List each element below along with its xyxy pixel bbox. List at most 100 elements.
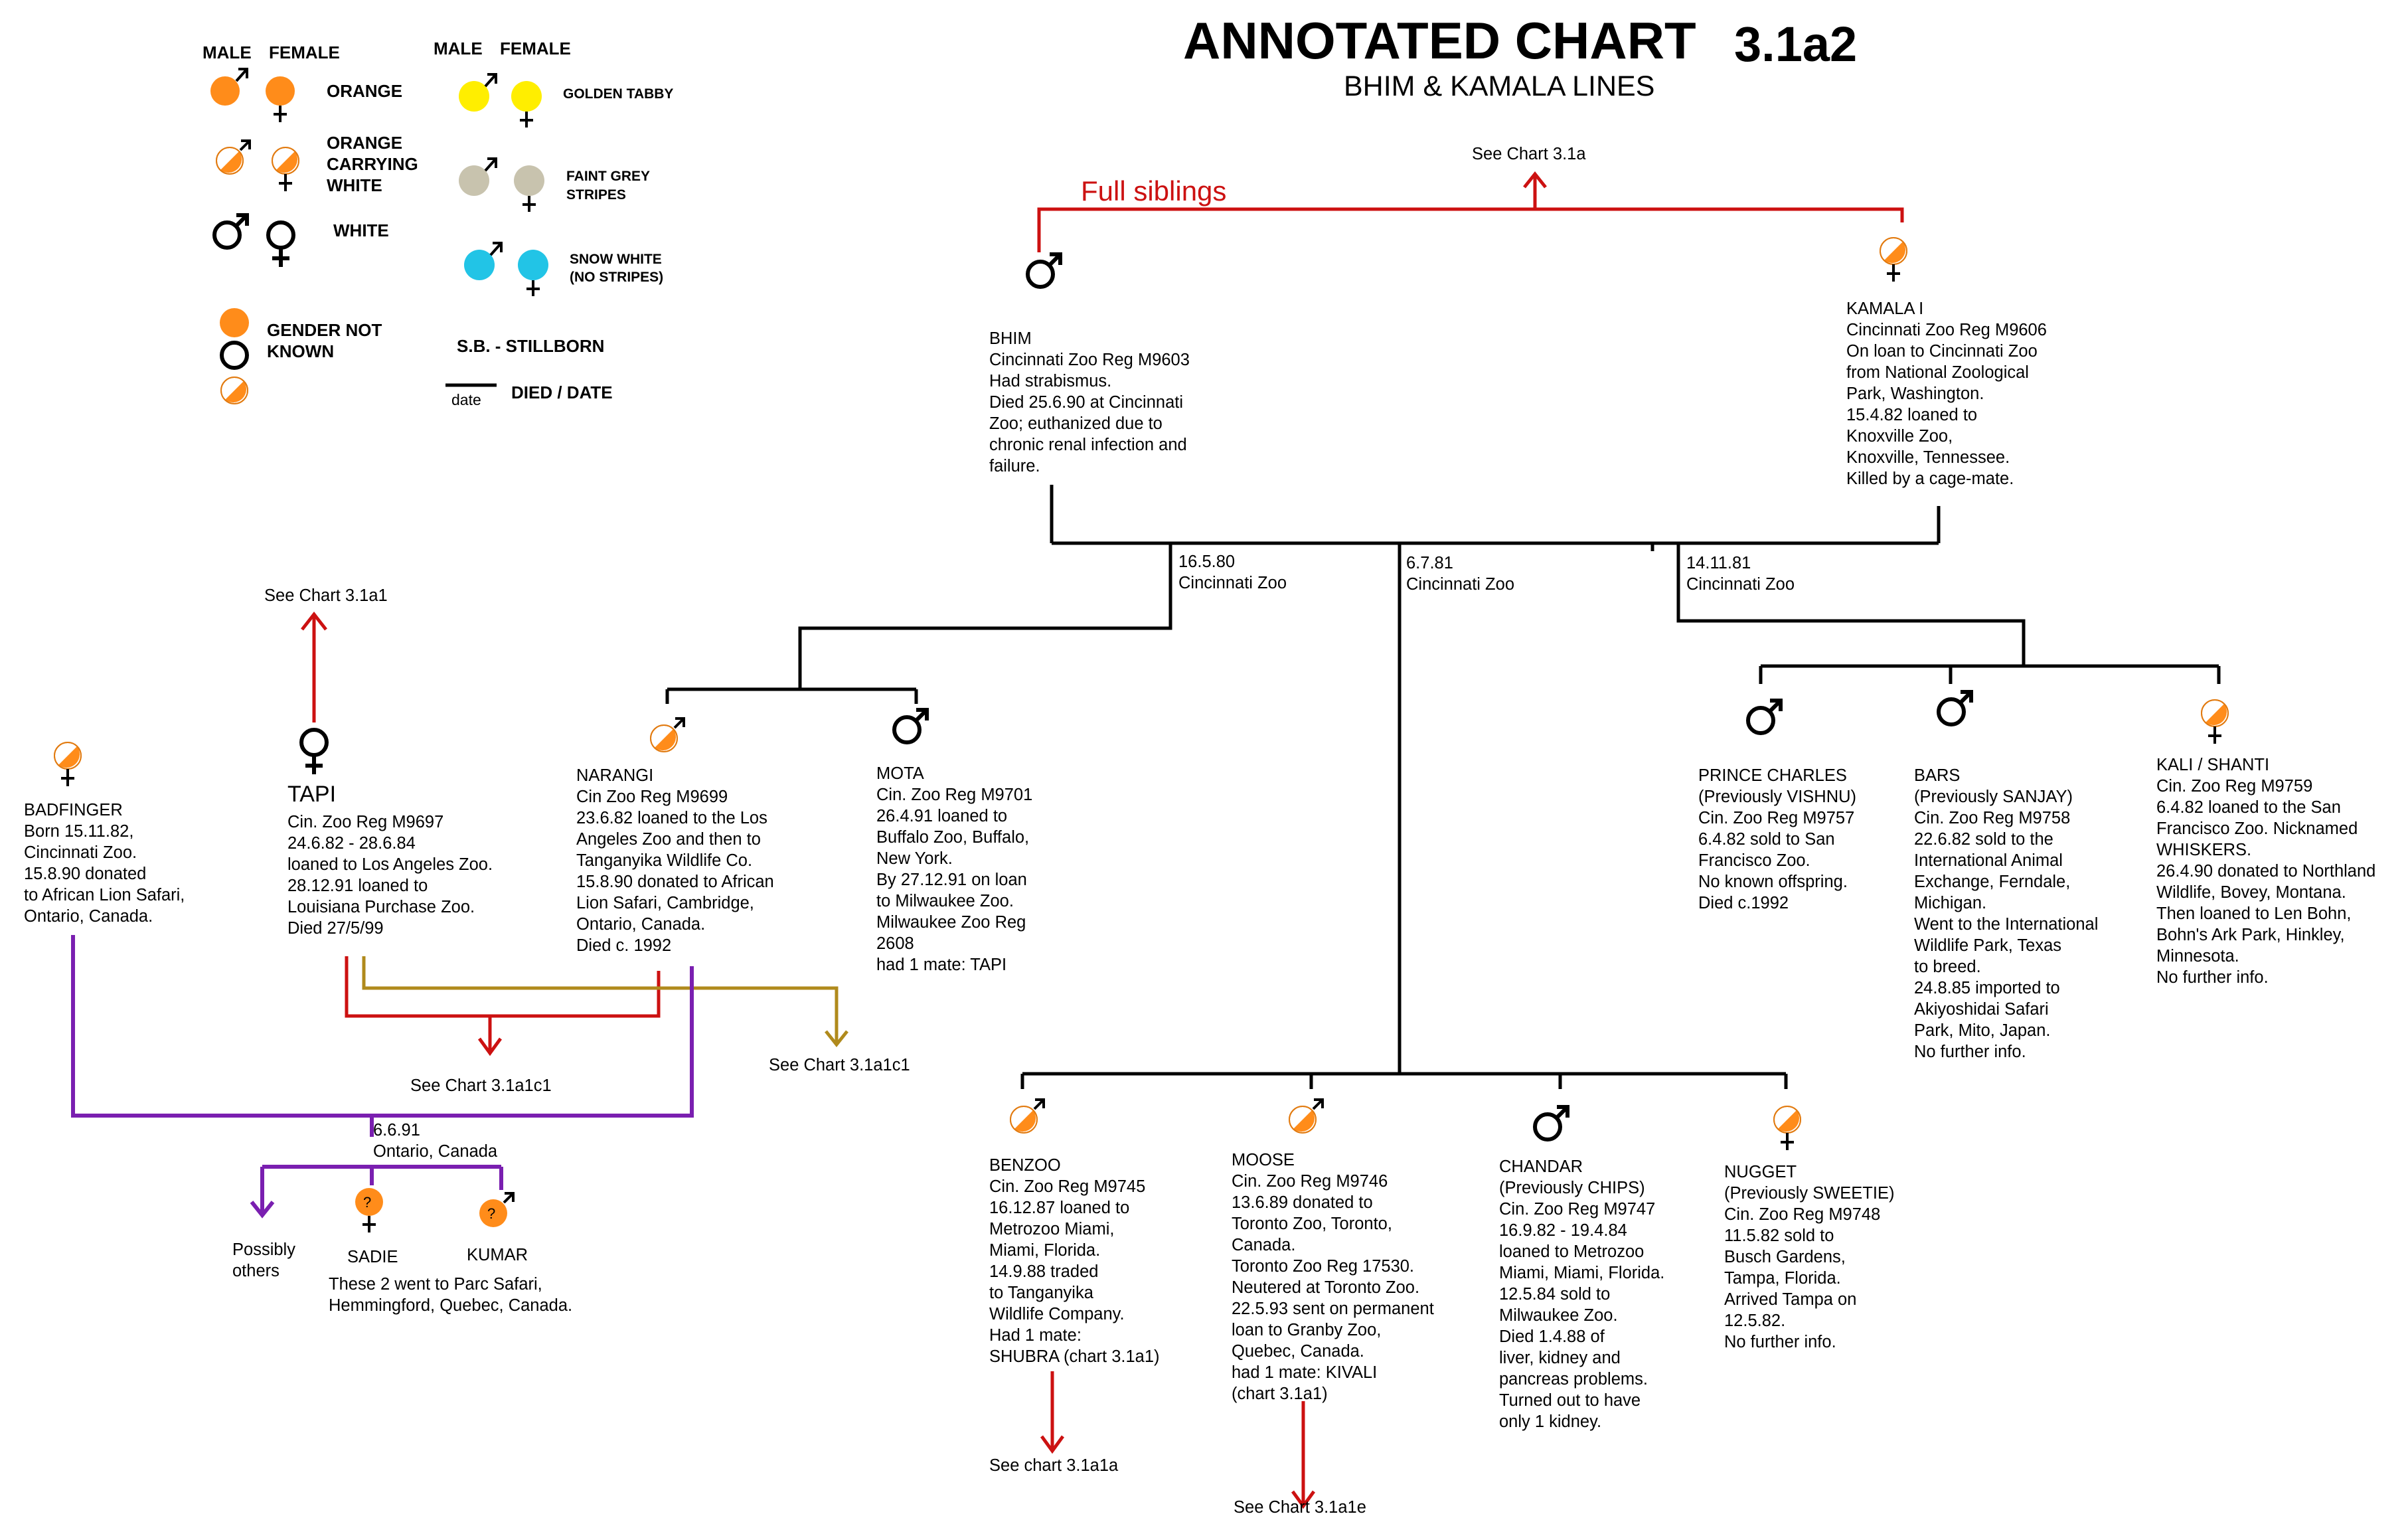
legend-grey-male-icon [459,157,497,196]
badfinger-line-4: to African Lion Safari, [24,886,185,904]
nugget-line-7: 12.5.82. [1724,1311,1785,1330]
bars-line-11: Akiyoshidai Safari [1914,1000,2049,1019]
narangi-line-2: 23.6.82 loaned to the Los [576,809,767,827]
kamala-line-2: On loan to Cincinnati Zoo [1846,342,2038,361]
union1-date: 16.5.80 [1178,552,1235,571]
sadie-unknown-mark: ? [363,1194,371,1211]
moose-line-9: Quebec, Canada. [1232,1342,1364,1361]
legend-golden-female-icon [511,81,542,127]
moose-arrow [1291,1401,1316,1509]
nugget-line-2: Cin. Zoo Reg M9748 [1724,1205,1880,1224]
kamala-line-8: Killed by a cage-mate. [1846,469,2014,488]
tiger-block-chandar: CHANDAR(Previously CHIPS)Cin. Zoo Reg M9… [1499,1157,1664,1431]
mota-male-icon [894,710,927,742]
tapi-mota-line [362,956,848,1048]
moose-line-11: (chart 3.1a1) [1232,1385,1328,1403]
nugget-line-3: 11.5.82 sold to [1724,1226,1834,1245]
narangi-line-4: Tanganyika Wildlife Co. [576,851,752,870]
parc-safari-note-line2: Hemmingford, Quebec, Canada. [329,1296,572,1315]
legend-unknown-line1: GENDER NOT [267,320,382,340]
benzoo-male-icon [1010,1100,1044,1133]
chart-title: ANNOTATED CHART [1183,11,1696,70]
bhim-line-3: Died 25.6.90 at Cincinnati [989,393,1183,412]
full-siblings-bracket [1037,207,1904,252]
chart-header: ANNOTATED CHART 3.1a2 BHIM & KAMALA LINE… [1183,11,1857,102]
badfinger-line-5: Ontario, Canada. [24,907,153,926]
prince-charles-line-3: 6.4.82 sold to San [1698,830,1835,849]
moose-line-8: loan to Granby Zoo, [1232,1321,1381,1339]
legend-female-heading-2: FEMALE [500,39,571,58]
legend-orange-white-line3: WHITE [327,175,382,195]
see-chart-31a1a[interactable]: See chart 3.1a1a [989,1456,1119,1475]
bars-line-4: International Animal [1914,851,2063,870]
bhim-line-1: Cincinnati Zoo Reg M9603 [989,351,1190,369]
chandar-line-6: 12.5.84 sold to [1499,1285,1610,1304]
chandar-line-5: Miami, Miami, Florida. [1499,1264,1664,1282]
narangi-line-8: Died c. 1992 [576,936,671,955]
legend-male-heading-2: MALE [434,39,483,58]
mota-line-0: MOTA [876,764,924,783]
narangi-line-7: Ontario, Canada. [576,915,705,934]
narangi-line-3: Angeles Zoo and then to [576,830,761,849]
see-chart-31a1[interactable]: See Chart 3.1a1 [264,586,388,605]
sadie-name: SADIE [347,1248,398,1266]
bars-line-10: 24.8.85 imported to [1914,979,2060,997]
tapi-line-1: 24.6.82 - 28.6.84 [287,834,416,853]
prince-charles-male-icon [1748,701,1781,733]
legend-died-date-small: date [451,391,481,408]
see-31a-arrow [1523,171,1547,209]
see-chart-31a[interactable]: See Chart 3.1a [1472,145,1586,163]
chandar-line-7: Milwaukee Zoo. [1499,1306,1618,1325]
bars-line-7: Went to the International [1914,915,2098,934]
bars-line-6: Michigan. [1914,894,1986,912]
tapi-name: TAPI [287,782,336,807]
legend-female-heading: FEMALE [269,42,340,62]
legend-unknown-white-icon [220,341,249,370]
bars-line-8: Wildlife Park, Texas [1914,936,2061,955]
legend-unknown-line2: KNOWN [267,341,334,361]
kumar-male-icon [478,1192,515,1228]
parc-safari-note-line1: These 2 went to Parc Safari, [329,1275,542,1294]
moose-male-icon [1289,1100,1323,1133]
union4-date: 6.6.91 [373,1121,420,1140]
mota-line-3: Buffalo Zoo, Buffalo, [876,828,1029,847]
benzoo-line-4: Miami, Florida. [989,1241,1100,1260]
tapi-line-5: Died 27/5/99 [287,919,384,938]
chandar-line-0: CHANDAR [1499,1157,1583,1176]
moose-line-1: Cin. Zoo Reg M9746 [1232,1172,1388,1191]
bhim-line-0: BHIM [989,329,1032,348]
badfinger-female-icon [54,742,81,786]
see-chart-31a1c1-left[interactable]: See Chart 3.1a1c1 [410,1076,552,1095]
bars-line-5: Exchange, Ferndale, [1914,873,2070,891]
narangi-line-0: NARANGI [576,766,653,785]
narangi-male-icon [651,719,684,752]
see-chart-31a1c1-right[interactable]: See Chart 3.1a1c1 [769,1056,910,1074]
benzoo-line-8: Had 1 mate: [989,1326,1082,1345]
benzoo-line-2: 16.12.87 loaned to [989,1199,1129,1217]
union2-date: 6.7.81 [1406,554,1453,572]
legend-golden-label: GOLDEN TABBY [563,86,673,102]
legend-grey-line2: STRIPES [566,187,626,203]
narangi-line-1: Cin Zoo Reg M9699 [576,788,728,806]
nugget-line-6: Arrived Tampa on [1724,1290,1856,1309]
see-chart-31a1e[interactable]: See Chart 3.1a1e [1234,1498,1366,1517]
narangi-line-5: 15.8.90 donated to African [576,873,774,891]
legend-unknown-orange-icon [220,308,249,337]
chandar-line-8: Died 1.4.88 of [1499,1327,1605,1346]
tiger-block-bars: BARS(Previously SANJAY)Cin. Zoo Reg M975… [1914,766,2098,1061]
nugget-line-4: Busch Gardens, [1724,1248,1846,1266]
narangi-line-6: Lion Safari, Cambridge, [576,894,754,912]
legend-stillborn: S.B. - STILLBORN [457,336,604,356]
benzoo-line-7: Wildlife Company. [989,1305,1125,1323]
kumar-name: KUMAR [467,1246,528,1264]
benzoo-line-0: BENZOO [989,1156,1061,1175]
legend-orange-white-male-icon [216,141,250,174]
legend-white-female-icon [268,222,293,267]
benzoo-line-3: Metrozoo Miami, [989,1220,1114,1238]
chandar-line-3: 16.9.82 - 19.4.84 [1499,1221,1627,1240]
legend-orange-white-line1: ORANGE [327,133,402,153]
